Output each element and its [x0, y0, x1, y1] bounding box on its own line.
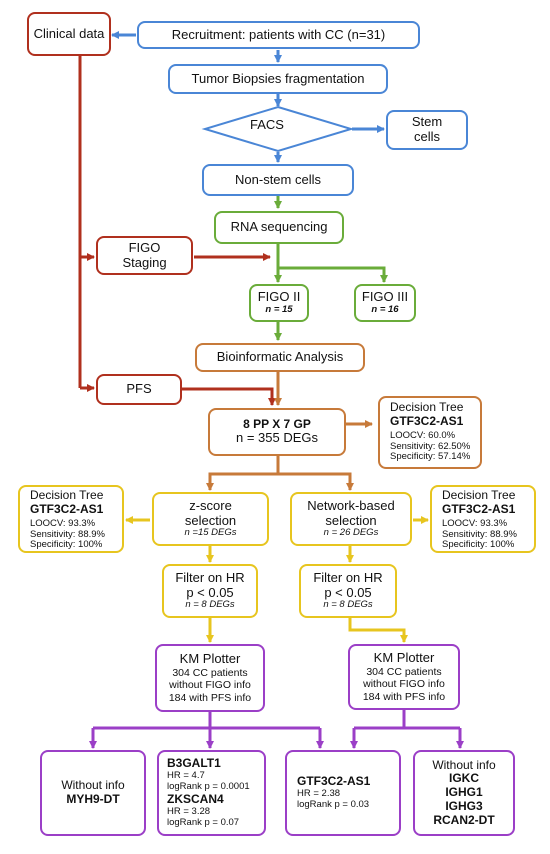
zscore-n: n =15 DEGs [184, 527, 237, 539]
decision-tree-right-gene: GTF3C2-AS1 [442, 501, 516, 516]
decision-tree-right-sensitivity: Sensitivity: 88.9% [442, 528, 517, 540]
figo-ii-box: FIGO II n = 15 [249, 284, 309, 322]
result-gtf3c2-box: GTF3C2-AS1 HR = 2.38 logRank p = 0.03 [285, 750, 401, 836]
result-b3galt1-box: B3GALT1 HR = 4.7 logRank p = 0.0001 ZKSC… [157, 750, 266, 836]
result-myh9-gene: MYH9-DT [66, 792, 120, 806]
decision-tree-left-box: Decision Tree GTF3C2-AS1 LOOCV: 93.3% Se… [18, 485, 124, 553]
stem-cells-box: Stem cells [386, 110, 468, 150]
filter-left-line-2: p < 0.05 [186, 584, 234, 600]
degs-box: 8 PP X 7 GP n = 355 DEGs [208, 408, 346, 456]
decision-tree-top-box: Decision Tree GTF3C2-AS1 LOOCV: 60.0% Se… [378, 396, 482, 469]
result-igkc-info: Without info [432, 757, 496, 772]
result-ighg1-gene: IGHG1 [445, 785, 483, 800]
km-plotter-left-box: KM Plotter 304 CC patients without FIGO … [155, 644, 265, 712]
network-line-1: Network-based [307, 497, 395, 513]
decision-tree-right-box: Decision Tree GTF3C2-AS1 LOOCV: 93.3% Se… [430, 485, 536, 553]
filter-right-line-1: Filter on HR [313, 569, 383, 585]
stem-cells-line-2: cells [413, 129, 440, 144]
rna-sequencing-box: RNA sequencing [214, 211, 344, 244]
decision-tree-left-sensitivity: Sensitivity: 88.9% [30, 528, 105, 540]
km-right-line-3: 184 with PFS info [362, 690, 446, 703]
decision-tree-right-loocv: LOOCV: 93.3% [442, 517, 508, 529]
result-b3galt1-hr: HR = 4.7 [167, 770, 205, 782]
figo-iii-title: FIGO III [361, 289, 409, 305]
figo-staging-line-2: Staging [122, 254, 167, 270]
result-zkscan4-gene: ZKSCAN4 [167, 792, 224, 806]
recruitment-label: Recruitment: patients with CC (n=31) [171, 26, 386, 42]
decision-tree-top-title: Decision Tree [390, 400, 464, 414]
zscore-line-1: z-score [189, 497, 232, 513]
degs-line-1: 8 PP X 7 GP [243, 416, 311, 431]
decision-tree-top-specificity: Specificity: 57.14% [390, 451, 471, 463]
bioinformatic-analysis-label: Bioinformatic Analysis [216, 349, 344, 365]
figo-ii-n: n = 15 [265, 304, 293, 315]
clinical-data-label: Clinical data [33, 25, 105, 41]
facs-diamond [201, 105, 355, 153]
decision-tree-left-specificity: Specificity: 100% [30, 539, 103, 551]
filter-right-n: n = 8 DEGs [323, 599, 373, 611]
pfs-label: PFS [126, 381, 152, 397]
recruitment-box: Recruitment: patients with CC (n=31) [137, 21, 420, 49]
km-right-line-2: without FIGO info [363, 678, 445, 691]
km-left-line-2: without FIGO info [169, 679, 251, 692]
result-gtf3c2-logrank: logRank p = 0.03 [297, 798, 370, 810]
network-selection-box: Network-based selection n = 26 DEGs [290, 492, 412, 546]
decision-tree-top-gene: GTF3C2-AS1 [390, 413, 464, 428]
km-right-line-1: 304 CC patients [366, 666, 442, 679]
non-stem-cells-label: Non-stem cells [235, 171, 321, 187]
figo-staging-box: FIGO Staging [96, 236, 193, 275]
figo-ii-title: FIGO II [257, 289, 301, 305]
filter-hr-left-box: Filter on HR p < 0.05 n = 8 DEGs [162, 564, 258, 618]
decision-tree-right-title: Decision Tree [442, 488, 516, 502]
bioinformatic-analysis-box: Bioinformatic Analysis [195, 343, 365, 372]
result-gtf3c2-hr: HR = 2.38 [297, 787, 341, 799]
result-gtf3c2-gene: GTF3C2-AS1 [297, 774, 371, 789]
filter-left-line-1: Filter on HR [175, 569, 245, 585]
result-myh9-info: Without info [61, 778, 125, 793]
result-igkc-gene: IGKC [449, 771, 479, 786]
stem-cells-line-1: Stem [411, 114, 443, 130]
decision-tree-right-specificity: Specificity: 100% [442, 539, 515, 551]
facs-label: FACS [250, 117, 284, 132]
filter-hr-right-box: Filter on HR p < 0.05 n = 8 DEGs [299, 564, 397, 618]
result-b3galt1-logrank: logRank p = 0.0001 [167, 781, 250, 793]
figo-iii-n: n = 16 [371, 304, 399, 315]
network-line-2: selection [325, 512, 377, 528]
zscore-selection-box: z-score selection n =15 DEGs [152, 492, 269, 546]
km-left-title: KM Plotter [179, 651, 241, 667]
result-b3galt1-gene: B3GALT1 [167, 756, 221, 771]
clinical-data-box: Clinical data [27, 12, 111, 56]
zscore-line-2: selection [184, 512, 237, 528]
result-rcan2-gene: RCAN2-DT [433, 812, 495, 827]
rna-sequencing-label: RNA sequencing [230, 219, 328, 235]
pfs-box: PFS [96, 374, 182, 405]
km-plotter-right-box: KM Plotter 304 CC patients without FIGO … [348, 644, 460, 710]
non-stem-cells-box: Non-stem cells [202, 164, 354, 196]
decision-tree-top-sensitivity: Sensitivity: 62.50% [390, 440, 471, 452]
tumor-biopsies-box: Tumor Biopsies fragmentation [168, 64, 388, 94]
decision-tree-top-loocv: LOOCV: 60.0% [390, 429, 456, 441]
result-ighg3-gene: IGHG3 [445, 798, 483, 813]
decision-tree-left-gene: GTF3C2-AS1 [30, 501, 104, 516]
result-igkc-box: Without info IGKC IGHG1 IGHG3 RCAN2-DT [413, 750, 515, 836]
km-left-line-3: 184 with PFS info [168, 691, 252, 704]
network-n: n = 26 DEGs [323, 527, 379, 539]
km-left-line-1: 304 CC patients [172, 667, 248, 680]
tumor-biopsies-label: Tumor Biopsies fragmentation [191, 70, 365, 86]
km-right-title: KM Plotter [373, 650, 435, 666]
result-zkscan4-logrank: logRank p = 0.07 [167, 816, 240, 828]
degs-line-2: n = 355 DEGs [235, 430, 319, 446]
result-zkscan4-hr: HR = 3.28 [167, 805, 211, 817]
decision-tree-left-title: Decision Tree [30, 488, 104, 502]
filter-left-n: n = 8 DEGs [185, 599, 235, 611]
figo-iii-box: FIGO III n = 16 [354, 284, 416, 322]
decision-tree-left-loocv: LOOCV: 93.3% [30, 517, 96, 529]
result-myh9-box: Without info MYH9-DT [40, 750, 146, 836]
figo-staging-line-1: FIGO [128, 239, 161, 255]
filter-right-line-2: p < 0.05 [324, 584, 372, 600]
